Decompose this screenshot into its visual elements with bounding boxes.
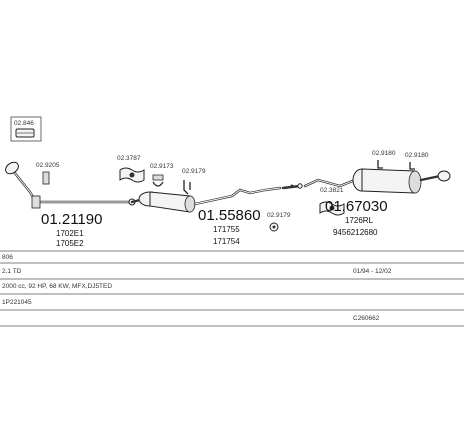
part-029173: 02.9173	[150, 163, 174, 187]
part-029180-b: 02.9180	[405, 152, 429, 170]
ref-9456212680: 9456212680	[333, 228, 378, 237]
info-row-2-right: 01/94 - 12/02	[353, 268, 392, 275]
info-row-1-left: 806	[2, 254, 13, 261]
code-0155860: 01.55860	[198, 207, 261, 224]
rear-muffler-body	[361, 168, 416, 194]
ref-1702E1: 1702E1	[56, 229, 84, 238]
info-row-3-left: 2000 cc, 92 HP, 68 KW, MFX,DJ5TED	[2, 283, 112, 290]
code-02846: 02.846	[14, 120, 34, 127]
vehicle-info-table: 806 2.1 TD 01/94 - 12/02 2000 cc, 92 HP,…	[0, 250, 464, 327]
code-0121190: 01.21190	[41, 211, 102, 228]
clamp-029205-shape	[42, 171, 50, 185]
code-023787: 02.3787	[117, 155, 141, 162]
code-029180-a: 02.9180	[372, 150, 396, 157]
middle-muffler-body	[149, 191, 191, 213]
code-029179-b: 02.9179	[267, 212, 291, 219]
middle-muffler	[130, 183, 303, 213]
code-023821: 02.3821	[320, 187, 344, 194]
part-023821: 02.3821	[319, 187, 345, 216]
part-023787: 02.3787	[117, 155, 145, 183]
code-029173: 02.9173	[150, 163, 174, 170]
front-pipe-flange	[5, 161, 19, 175]
info-row-2-left: 2.1 TD	[2, 268, 22, 275]
code-0167030: 01.67030	[325, 198, 388, 215]
code-029205: 02.9205	[36, 162, 60, 169]
part-029179-b: 02.9179	[267, 212, 291, 232]
part-029205: 02.9205	[36, 162, 60, 185]
info-row-5-right: C260662	[353, 315, 380, 322]
info-row-4-left: 1P221045	[2, 299, 32, 306]
ref-171754: 171754	[213, 237, 240, 246]
front-pipe	[5, 161, 136, 209]
ref-1726RL: 1726RL	[345, 216, 374, 225]
ref-171755: 171755	[213, 225, 240, 234]
tailpipe-tip	[437, 170, 451, 182]
part-029179-a: 02.9179	[182, 168, 206, 195]
rear-muffler	[303, 168, 451, 194]
part-02846: 02.846	[10, 116, 42, 142]
front-pipe-clamp	[31, 195, 41, 209]
code-029180-b: 02.9180	[405, 152, 429, 159]
code-029179-a: 02.9179	[182, 168, 206, 175]
ref-1705E2: 1705E2	[56, 239, 84, 248]
part-029180-a: 02.9180	[372, 150, 396, 169]
